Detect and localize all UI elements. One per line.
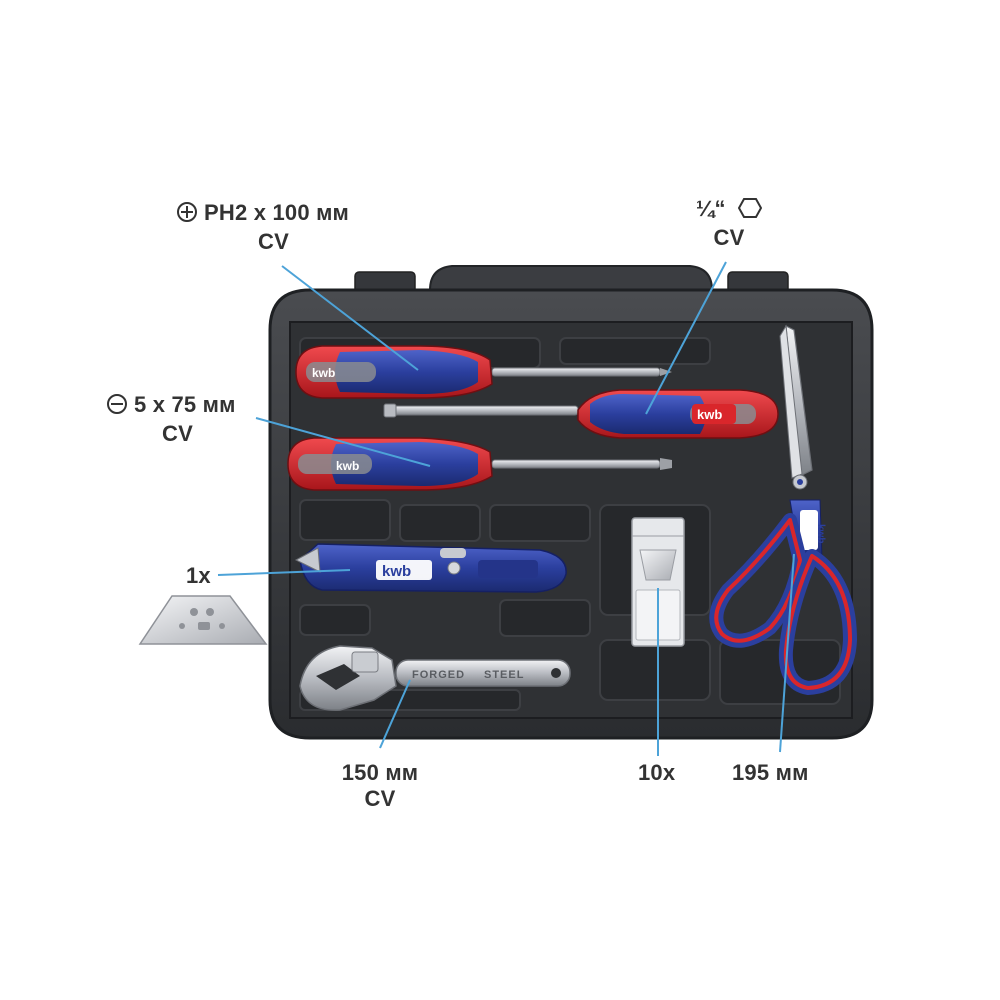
adjustable-wrench: FORGED STEEL [299,645,571,711]
leader-scissors [779,553,795,753]
label-phillips-material: CV [258,229,289,254]
slotted-screwdriver: kwb [287,437,672,491]
label-hex-size: ¼“ [695,196,726,221]
label-scissors-size: 195 мм [732,760,809,785]
leader-lines [217,261,795,756]
spare-blade [138,595,268,645]
leader-knife [217,569,351,576]
label-wrench-material: CV [364,786,396,811]
leader-hex [645,261,727,415]
label-knife-count: 1x [186,563,211,588]
blade-pack [631,517,685,647]
label-hex: ¼“ CV [684,196,774,251]
svg-text:kwb: kwb [697,407,722,422]
label-slotted-material: CV [162,421,193,446]
label-phillips-size: PH2 x 100 мм [204,200,350,225]
leader-phillips [281,265,419,371]
phillips-symbol-icon [176,201,198,229]
wrench-marking-right: STEEL [484,669,524,681]
slotted-symbol-icon [106,393,128,421]
hex-screwdriver: kwb [383,389,779,439]
svg-text:kwb: kwb [382,563,411,580]
wrench-marking-left: FORGED [412,669,465,681]
leader-wrench [379,679,411,749]
scissors: kwb [709,324,857,695]
label-wrench-size: 150 мм [341,760,419,785]
leader-slotted [255,417,431,467]
svg-text:kwb: kwb [336,459,359,473]
phillips-screwdriver: kwb [295,345,672,399]
label-slotted: 5 x 75 мм CV [106,392,236,447]
label-slotted-size: 5 x 75 мм [134,392,236,417]
svg-text:kwb: kwb [815,524,826,543]
svg-text:kwb: kwb [312,366,335,380]
label-wrench: 150 мм CV [330,760,430,812]
label-blade-count: 10x [638,760,676,785]
hexagon-symbol-icon [737,197,763,225]
utility-knife: kwb [294,543,567,593]
label-phillips: PH2 x 100 мм CV [176,200,349,255]
label-hex-material: CV [713,225,745,250]
